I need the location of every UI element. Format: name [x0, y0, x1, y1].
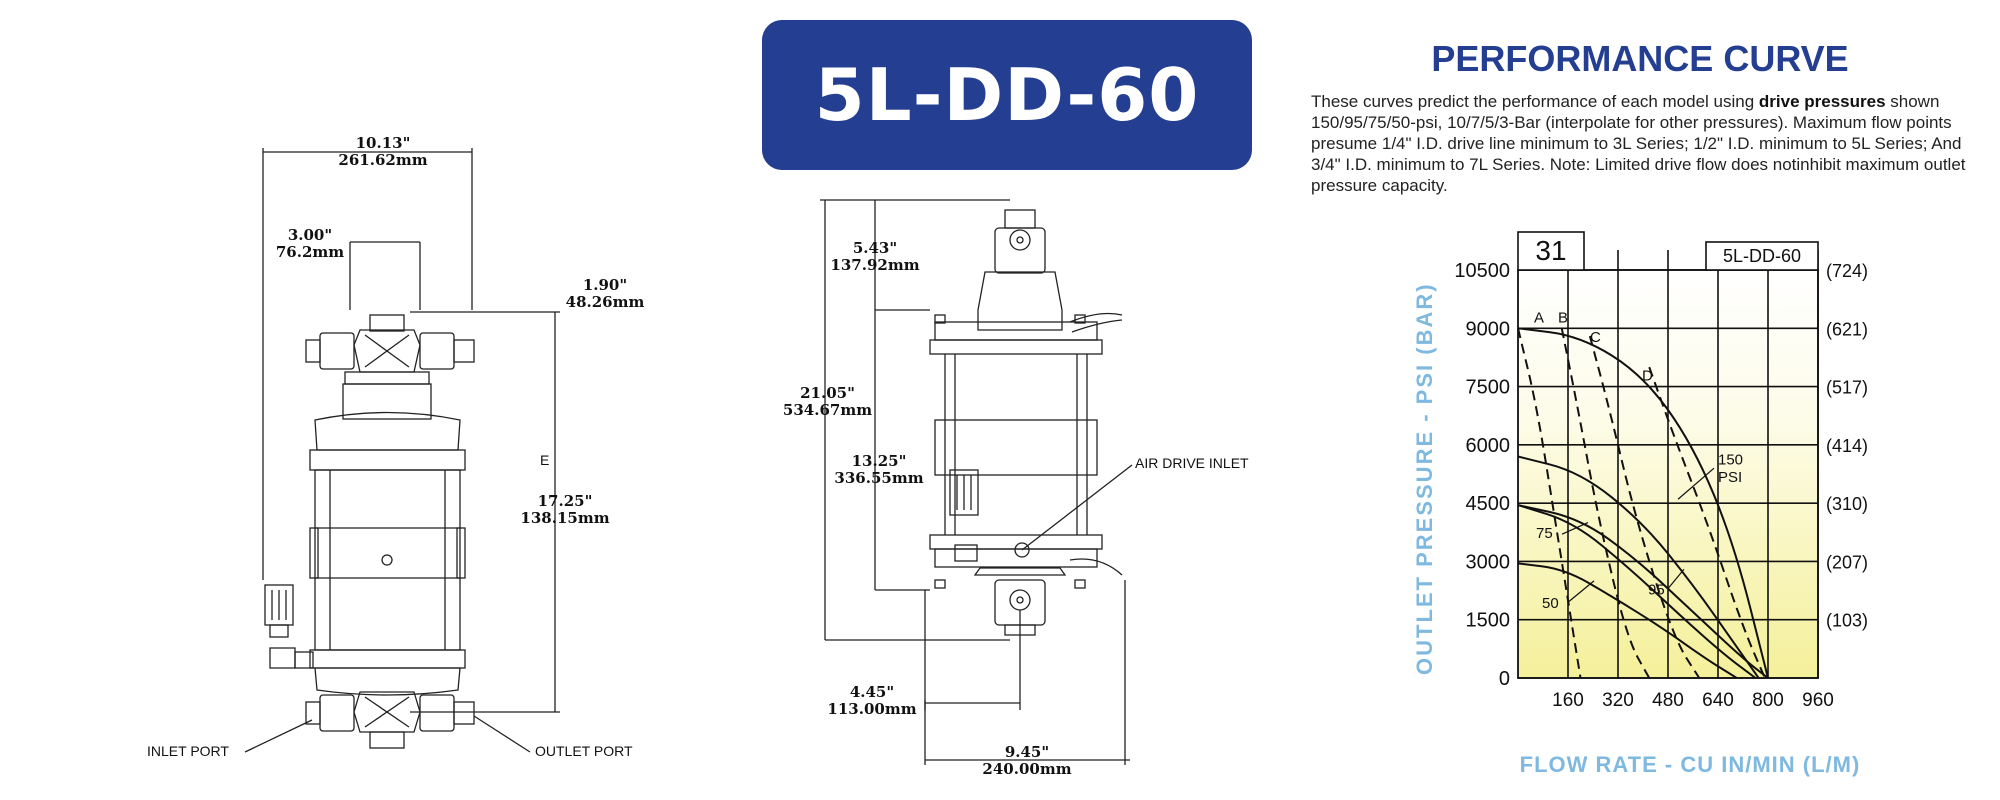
side-mid-in: 13.25" [851, 452, 907, 470]
front-top-mm: 48.26mm [565, 293, 645, 311]
performance-chart: 31 5L-DD-60 0 1500 3000 4500 6000 7500 9000 10500… [1454, 231, 1868, 710]
side-mid-mm: 336.55mm [834, 469, 924, 487]
side-overall-in: 21.05" [800, 384, 855, 402]
side-base-mm: 113.00mm [827, 700, 917, 718]
annotation-leader [1561, 522, 1589, 535]
y-tick-secondary: (103) [1826, 611, 1868, 631]
plot-frame [1517, 269, 1819, 679]
chart-number: 31 [1535, 235, 1566, 266]
y-tick-label: 6000 [1466, 435, 1511, 457]
annotation-leader [1667, 568, 1685, 590]
performance-description: These curves predict the performance of … [1311, 91, 1971, 196]
x-tick-label: 800 [1752, 690, 1784, 710]
side-base-dim: 4.45" 113.00mm [822, 684, 922, 718]
side-view [820, 199, 1133, 765]
y-tick-secondary: (724) [1826, 261, 1868, 281]
model-label-box [1705, 241, 1819, 271]
series-line-B [1560, 328, 1651, 679]
series-line-C [1588, 335, 1701, 679]
side-width-dim: 9.45" 240.00mm [972, 744, 1082, 778]
y-tick-secondary: (414) [1826, 436, 1868, 456]
side-base-in: 4.45" [849, 683, 895, 701]
front-top-dim: 1.90" 48.26mm [555, 277, 655, 311]
series-line-dashed-8 [1648, 366, 1766, 679]
inlet-port-label: INLET PORT [147, 743, 229, 759]
front-height-dim: 17.25" 138.15mm [505, 493, 625, 527]
y-tick-secondary: (517) [1826, 378, 1868, 398]
chart-annotation: 150 [1718, 451, 1743, 468]
front-height-in: 17.25" [537, 492, 593, 510]
side-width-in: 9.45" [1004, 743, 1050, 761]
x-tick-label: 160 [1552, 690, 1584, 710]
chart-annotation: PSI [1718, 469, 1742, 486]
front-inner-dim: 3.00" 76.2mm [260, 227, 360, 261]
chart-annotation: 50 [1542, 595, 1559, 612]
front-center-mark: E [540, 452, 550, 468]
x-axis-title: FLOW RATE - CU IN/MIN (L/M) [1519, 752, 1861, 777]
series-line-150 [1517, 455, 1760, 679]
chart-annotation: 75 [1536, 525, 1553, 542]
chart-annotation: D [1642, 368, 1653, 385]
y-tick-label: 9000 [1466, 318, 1511, 340]
x-tick-label: 640 [1702, 690, 1734, 710]
series-line-95 [1517, 504, 1769, 679]
series-line-A [1517, 328, 1582, 679]
model-label: 5L-DD-60 [1723, 246, 1801, 266]
front-height-mm: 138.15mm [520, 509, 610, 527]
front-inner-in: 3.00" [287, 226, 333, 244]
side-width-mm: 240.00mm [982, 760, 1072, 778]
y-tick-label: 0 [1499, 668, 1510, 690]
series-line-75 [1517, 504, 1757, 679]
model-banner: 5L-DD-60 [762, 20, 1252, 170]
front-top-in: 1.90" [582, 276, 628, 294]
desc-bold: drive pressures [1758, 92, 1886, 111]
side-overall-mm: 534.67mm [782, 401, 873, 419]
outlet-port-label: OUTLET PORT [535, 743, 633, 759]
y-tick-secondary: (621) [1826, 319, 1868, 339]
chart-annotation: B [1558, 309, 1568, 326]
side-top-in: 5.43" [852, 239, 898, 257]
side-mid-dim: 13.25" 336.55mm [829, 453, 929, 487]
y-tick-label: 7500 [1466, 377, 1511, 399]
annotation-leader [1677, 467, 1715, 500]
y-tick-label: 3000 [1466, 551, 1511, 573]
side-top-mm: 137.92mm [830, 256, 920, 274]
front-width-dim: 10.13" 261.62mm [328, 135, 438, 169]
x-tick-label: 960 [1802, 690, 1834, 710]
model-title: 5L-DD-60 [814, 53, 1200, 137]
annotation-leader [1567, 580, 1595, 603]
desc-pre: These curves predict the performance of … [1311, 92, 1759, 111]
series-line-50 [1517, 562, 1738, 679]
front-width-mm: 261.62mm [338, 151, 428, 169]
performance-title: PERFORMANCE CURVE [1431, 38, 1849, 79]
chart-annotation: A [1534, 309, 1544, 326]
chart-annotation: 95 [1648, 581, 1665, 598]
chart-number-box [1517, 231, 1585, 271]
desc-post: shown 150/95/75/50-psi, 10/7/5/3-Bar (in… [1311, 92, 1966, 195]
y-tick-label: 10500 [1454, 260, 1510, 282]
front-view [244, 148, 560, 753]
side-top-dim: 5.43" 137.92mm [820, 240, 930, 274]
x-tick-label: 320 [1602, 690, 1634, 710]
x-tick-label: 480 [1652, 690, 1684, 710]
front-width-in: 10.13" [355, 134, 411, 152]
y-axis-title: OUTLET PRESSURE - PSI (BAR) [1412, 282, 1437, 675]
chart-annotation: C [1590, 329, 1601, 346]
side-overall-dim: 21.05" 534.67mm [775, 385, 880, 419]
y-tick-label: 4500 [1466, 493, 1511, 515]
front-inner-mm: 76.2mm [275, 243, 345, 261]
y-tick-label: 1500 [1466, 610, 1511, 632]
y-tick-secondary: (207) [1826, 552, 1868, 572]
air-drive-inlet-label: AIR DRIVE INLET [1135, 455, 1249, 471]
drawing-svg [244, 148, 1133, 765]
y-tick-secondary: (310) [1826, 494, 1868, 514]
